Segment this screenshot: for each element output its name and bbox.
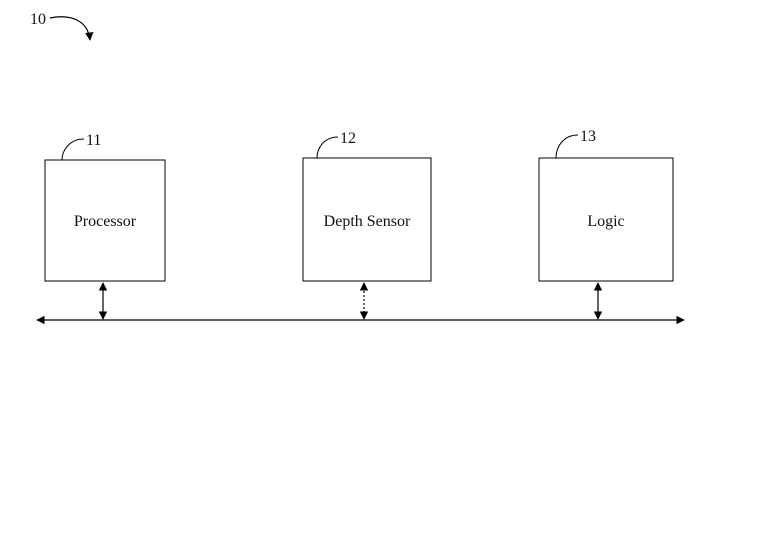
processor-label: Processor	[74, 213, 137, 230]
logic-component: 13 Logic	[538, 128, 674, 320]
logic-ref-number: 13	[580, 128, 596, 145]
processor-box	[44, 159, 166, 282]
logic-label: Logic	[587, 213, 624, 230]
depth-sensor-box	[302, 157, 432, 282]
figure-reference: 10	[30, 11, 94, 41]
depth-sensor-leader-line	[316, 136, 339, 159]
depth-sensor-label: Depth Sensor	[324, 213, 411, 230]
processor-component: 11 Processor	[44, 132, 166, 320]
depth-sensor-component: 12 Depth Sensor	[302, 130, 432, 320]
logic-box	[538, 157, 674, 282]
figure-number: 10	[30, 11, 46, 28]
logic-leader-line	[555, 134, 579, 159]
processor-leader-line	[61, 138, 85, 161]
processor-ref-number: 11	[86, 132, 101, 149]
depth-sensor-ref-number: 12	[340, 130, 356, 147]
figure-reference-arrow	[49, 16, 94, 41]
